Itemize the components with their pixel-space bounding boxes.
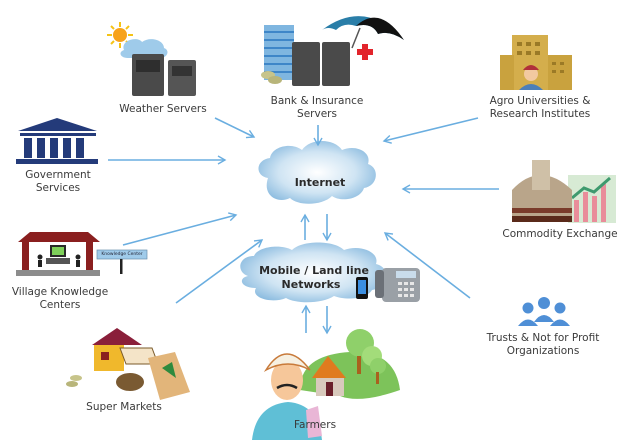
knowledge-center-sign-text: Knowledge Center — [101, 252, 143, 257]
grain-sack-icon — [116, 373, 144, 391]
bank-insurance-label-line1: Bank & Insurance — [270, 95, 364, 107]
turban-icon — [263, 353, 311, 373]
arrow-supermarkets-to-internet — [175, 239, 264, 304]
internet-label: Internet — [294, 176, 346, 189]
farmer-body-icon — [252, 402, 322, 440]
server-icon — [322, 42, 350, 86]
medical-cross-icon — [357, 44, 373, 60]
umbrella-icon — [322, 16, 404, 40]
government-building-icon — [16, 118, 98, 164]
internet-cloud — [258, 141, 376, 204]
farmer-face-icon — [271, 360, 303, 400]
farmers-icon — [252, 329, 400, 440]
mobile-network-label-line1: Mobile / Land line — [259, 264, 369, 277]
weather-servers-icon — [107, 22, 196, 96]
server-icon — [168, 60, 196, 96]
agro-universities-label-line1: Agro Universities & — [489, 95, 591, 107]
trusts-label-line1: Trusts & Not for Profit — [486, 332, 600, 344]
server-icon — [292, 42, 320, 86]
village-knowledge-center-icon — [16, 232, 148, 276]
government-services-label-line1: Government — [25, 169, 91, 181]
arrow-village-to-internet — [122, 212, 238, 246]
internet-cloud-shape — [258, 141, 376, 204]
hut-icon — [312, 356, 346, 378]
trusts-label-line2: Organizations — [506, 345, 580, 357]
coins-icon — [70, 375, 82, 381]
weather-servers-label: Weather Servers — [119, 103, 207, 115]
person-icon — [37, 254, 43, 260]
farmers-label: Farmers — [293, 419, 337, 431]
agro-universities-icon — [500, 35, 572, 90]
trusts-people-icon — [518, 297, 570, 326]
cloud-icon — [120, 39, 168, 58]
mobile-network-cloud — [240, 242, 387, 303]
arrows — [108, 117, 499, 335]
person-icon — [524, 67, 538, 81]
arrow-agro-to-internet — [382, 117, 479, 144]
mobile-network-label-line2: Networks — [281, 278, 341, 291]
commodity-exchange-label: Commodity Exchange — [502, 228, 618, 240]
government-services-label-line2: Services — [35, 182, 81, 194]
commodity-exchange-icon — [512, 160, 616, 223]
mobile-cloud-shape — [240, 242, 387, 303]
sun-icon — [107, 22, 133, 48]
village-knowledge-centers-label-line1: Village Knowledge — [11, 286, 109, 298]
arrow-trusts-to-internet — [383, 232, 471, 299]
tree-icon — [370, 358, 386, 374]
building-icon — [264, 25, 294, 80]
agro-universities-label-line2: Research Institutes — [489, 108, 591, 120]
mobile-phone-icon — [356, 277, 368, 299]
mustache-icon — [276, 383, 298, 390]
landline-phone-icon — [375, 268, 420, 302]
village-knowledge-centers-label-line2: Centers — [39, 299, 81, 311]
sack-icon — [148, 352, 190, 400]
arrow-weather-to-internet — [214, 117, 256, 139]
bank-insurance-icon — [261, 16, 404, 86]
super-markets-icon — [66, 328, 190, 400]
super-markets-label: Super Markets — [86, 401, 162, 413]
person-icon — [75, 254, 81, 260]
bank-insurance-label-line2: Servers — [297, 108, 337, 120]
shop-icon — [92, 328, 142, 345]
